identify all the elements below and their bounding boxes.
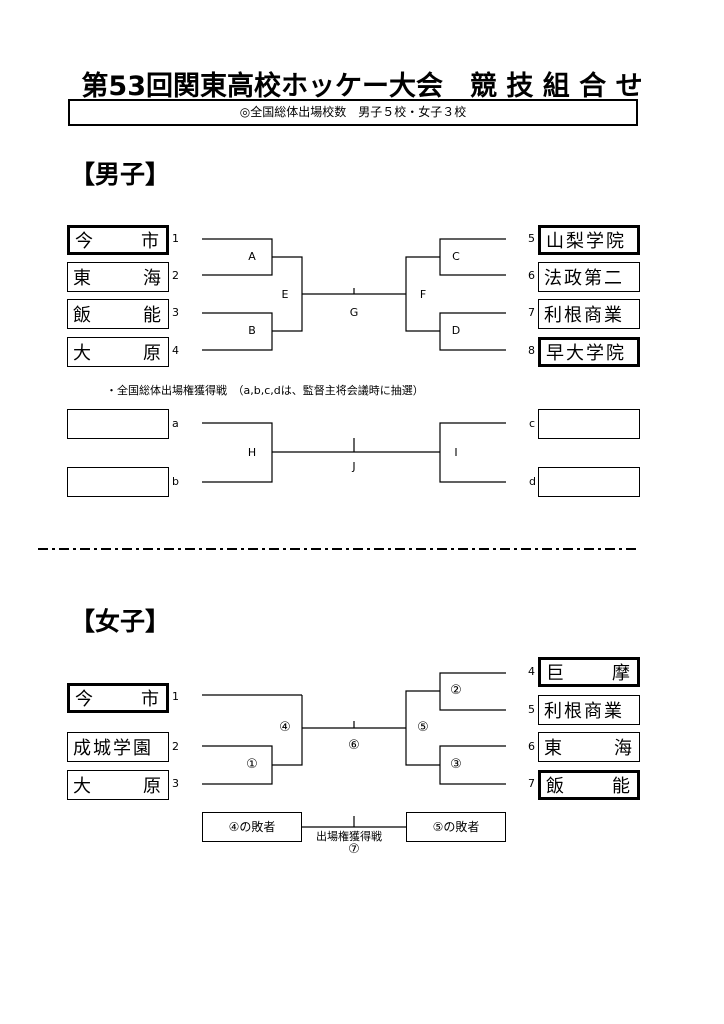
empty-slot-box (67, 467, 169, 497)
slot-label: c (529, 417, 536, 430)
team-box: 今 市 (67, 683, 169, 713)
team-box: 東 海 (538, 732, 640, 762)
playoff-label: 出場権獲得戦 (316, 830, 382, 843)
match-label: A (248, 250, 256, 263)
seed-number: 8 (528, 344, 535, 357)
team-name-char: 飯 (546, 776, 566, 797)
slot-label: b (172, 475, 179, 488)
subtitle-box: ◎全国総体出場校数 男子５校・女子３校 (68, 99, 638, 126)
team-name-char: 市 (141, 231, 161, 252)
match-label: F (419, 288, 427, 301)
match-label: C (452, 250, 460, 263)
team-box: 法政第二 (538, 262, 640, 292)
team-name-char: 能 (143, 305, 163, 326)
seed-number: 6 (528, 269, 535, 282)
match-label: ⑦ (348, 842, 360, 857)
match-label: B (248, 324, 256, 337)
team-name-char: 大 (73, 343, 93, 364)
team-name-char: 海 (143, 268, 163, 289)
team-box: 大 原 (67, 770, 169, 800)
seed-number: 1 (172, 690, 179, 703)
match-label: ① (246, 757, 258, 772)
team-name: 利根商業 (544, 701, 624, 722)
team-name-char: 飯 (73, 305, 93, 326)
team-name: 法政第二 (544, 268, 624, 289)
team-box: 成城学園 (67, 732, 169, 762)
slot-label: d (529, 475, 536, 488)
match-label: ⑤ (417, 720, 429, 735)
team-box: 東 海 (67, 262, 169, 292)
team-box: 大 原 (67, 337, 169, 367)
loser-box: ④の敗者 (202, 812, 302, 842)
seed-number: 1 (172, 232, 179, 245)
match-label: ② (450, 683, 462, 698)
seed-number: 5 (528, 703, 535, 716)
team-name: 山梨学院 (546, 231, 626, 252)
team-box: 飯 能 (538, 770, 640, 800)
team-name-char: 市 (141, 689, 161, 710)
page-title: 第53回関東高校ホッケー大会 競 技 組 合 せ (81, 71, 643, 102)
boys-heading: 【男子】 (70, 160, 171, 189)
match-label: G (349, 306, 359, 319)
team-name-char: 能 (612, 776, 632, 797)
team-box: 山梨学院 (538, 225, 640, 255)
loser-box: ⑤の敗者 (406, 812, 506, 842)
team-name: 早大学院 (546, 343, 626, 364)
team-name: 成城学園 (73, 738, 153, 759)
team-name-char: 今 (75, 689, 95, 710)
team-box: 早大学院 (538, 337, 640, 367)
slot-label: a (172, 417, 179, 430)
team-name-char: 今 (75, 231, 95, 252)
match-label: ④ (279, 720, 291, 735)
seed-number: 4 (528, 665, 535, 678)
empty-slot-box (67, 409, 169, 439)
team-box: 飯 能 (67, 299, 169, 329)
team-name-char: 摩 (612, 663, 632, 684)
team-box: 利根商業 (538, 695, 640, 725)
empty-slot-box (538, 409, 640, 439)
team-name-char: 原 (143, 776, 163, 797)
match-label: ⑥ (348, 738, 360, 753)
team-name-char: 大 (73, 776, 93, 797)
seed-number: 3 (172, 777, 179, 790)
team-name: 利根商業 (544, 305, 624, 326)
team-name-char: 原 (143, 343, 163, 364)
match-label: E (281, 288, 289, 301)
team-box: 巨 摩 (538, 657, 640, 687)
match-label: D (451, 324, 461, 337)
team-box: 今 市 (67, 225, 169, 255)
team-name-char: 海 (614, 738, 634, 759)
match-label: I (454, 446, 458, 459)
team-box: 利根商業 (538, 299, 640, 329)
seed-number: 4 (172, 344, 179, 357)
girls-heading: 【女子】 (70, 607, 171, 636)
draw-note: ・全国総体出場権獲得戦 （a,b,c,dは、監督主将会議時に抽選） (106, 384, 424, 397)
match-label: H (247, 446, 257, 459)
seed-number: 2 (172, 740, 179, 753)
seed-number: 3 (172, 306, 179, 319)
seed-number: 7 (528, 306, 535, 319)
team-name-char: 巨 (546, 663, 566, 684)
match-label: ③ (450, 757, 462, 772)
seed-number: 2 (172, 269, 179, 282)
empty-slot-box (538, 467, 640, 497)
team-name-char: 東 (544, 738, 564, 759)
seed-number: 6 (528, 740, 535, 753)
seed-number: 5 (528, 232, 535, 245)
team-name-char: 東 (73, 268, 93, 289)
match-label: J (352, 460, 356, 473)
seed-number: 7 (528, 777, 535, 790)
